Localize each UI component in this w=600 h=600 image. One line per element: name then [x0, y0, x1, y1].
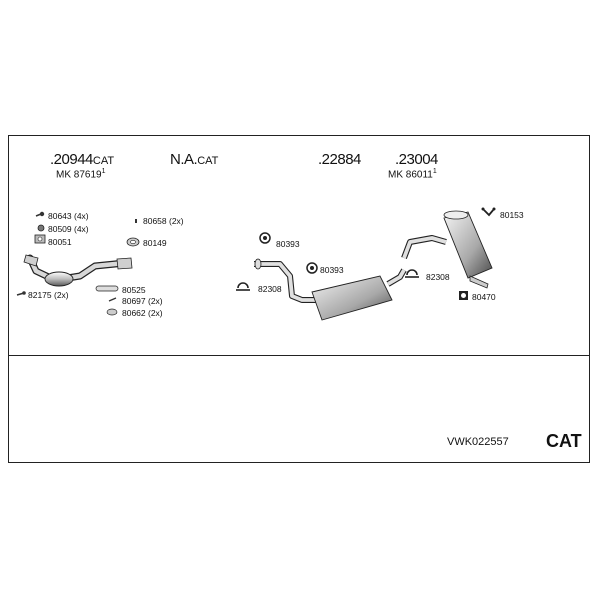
part-label: 80643 (4x)	[48, 211, 89, 221]
part-label: 80393	[320, 265, 344, 275]
diagram-frame	[8, 135, 590, 463]
kit-type: CAT	[546, 431, 582, 451]
part-label: 82175 (2x)	[28, 290, 69, 300]
clamp-icon	[259, 232, 271, 244]
part-label: 80525	[122, 285, 146, 295]
group-2-number: N.A.CAT	[170, 151, 219, 168]
part-label: 80509 (4x)	[48, 224, 89, 234]
gasket-ring-icon	[126, 237, 140, 247]
part-label: 80662 (2x)	[122, 308, 163, 318]
part-label: 80697 (2x)	[122, 296, 163, 306]
gasket-icon	[34, 234, 46, 244]
middle-silencer	[254, 258, 407, 321]
rubber-mount-icon	[459, 291, 468, 300]
rear-silencer	[401, 210, 493, 289]
nut-icon	[106, 308, 118, 316]
group-4-ref: MK 860111	[388, 168, 437, 181]
part-label: 82308	[426, 272, 450, 282]
part-label: 80149	[143, 238, 167, 248]
nut-icon	[37, 224, 45, 232]
kit-code: VWK022557	[447, 436, 509, 448]
gasket-ring-icon	[95, 285, 119, 292]
clamp-icon	[405, 269, 419, 278]
part-label: 82308	[258, 284, 282, 294]
front-pipe-catalyst	[23, 254, 133, 287]
group-3-number: .22884	[318, 151, 361, 168]
bolt-icon	[35, 211, 45, 217]
hanger-icon	[481, 207, 496, 217]
clamp-icon	[306, 262, 318, 274]
group-1-number: .20944CAT	[50, 151, 115, 168]
part-label: 80658 (2x)	[143, 216, 184, 226]
group-1-ref: MK 876191	[56, 168, 106, 181]
clamp-icon	[236, 282, 250, 291]
part-label: 80470	[472, 292, 496, 302]
clip-icon	[135, 219, 137, 223]
group-4-number: .23004	[395, 151, 438, 168]
part-label: 80393	[276, 239, 300, 249]
bolt-icon	[108, 297, 117, 302]
part-label: 80153	[500, 210, 524, 220]
part-label: 80051	[48, 237, 72, 247]
bolt-icon	[16, 291, 26, 296]
footer-divider	[8, 355, 590, 356]
